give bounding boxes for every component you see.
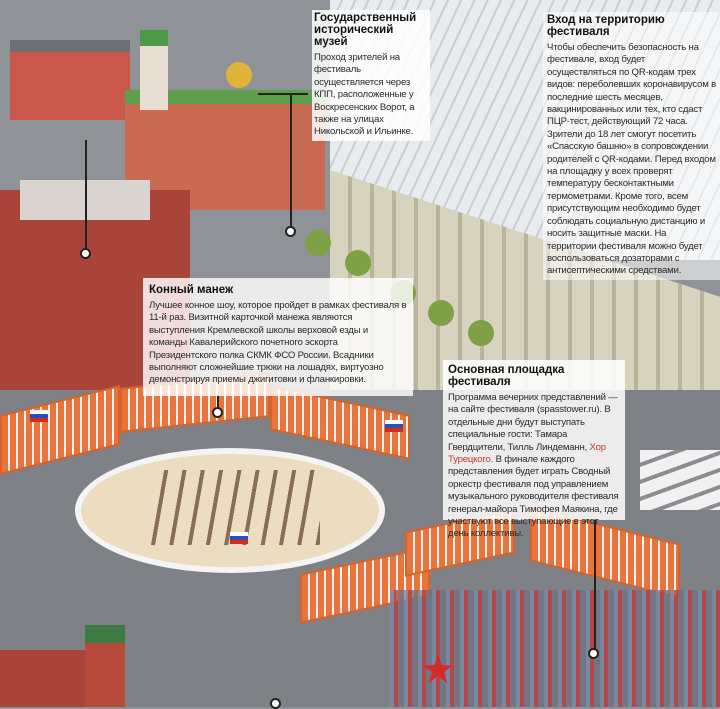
stage-field bbox=[390, 590, 720, 707]
church-dome bbox=[226, 62, 252, 88]
museum-callout: Государственный исторический музей Прохо… bbox=[312, 10, 430, 141]
marker-museum-entrance[interactable] bbox=[285, 226, 296, 237]
building-top-left bbox=[10, 40, 130, 120]
russian-flag bbox=[230, 532, 248, 544]
trucks bbox=[640, 450, 720, 510]
main-stage-text: Программа вечерних представлений — на са… bbox=[448, 392, 620, 541]
main-stage-title: Основная площадка фестиваля bbox=[448, 364, 565, 388]
russian-flag bbox=[385, 420, 403, 432]
main-stage-callout: Основная площадка фестиваля Программа ве… bbox=[443, 360, 625, 539]
marker-main-stage[interactable] bbox=[588, 648, 599, 659]
marker-bottom[interactable] bbox=[270, 698, 281, 709]
tree bbox=[305, 230, 331, 256]
church-tower bbox=[140, 30, 168, 110]
marker-historical-museum[interactable] bbox=[80, 248, 91, 259]
museum-title: Государственный исторический музей bbox=[314, 12, 417, 48]
horse-arena-callout: Конный манеж Лучшее конное шоу, которое … bbox=[143, 278, 413, 396]
star-emblem: ★ bbox=[420, 648, 456, 692]
entrance-title: Вход на территорию фестиваля bbox=[547, 14, 665, 38]
horse-arena-title: Конный манеж bbox=[149, 284, 234, 296]
entrance-callout: Вход на территорию фестиваля Чтобы обесп… bbox=[543, 12, 720, 280]
leader-line bbox=[217, 395, 219, 410]
kremlin-tower bbox=[85, 625, 125, 707]
main-stage-highlight: Хор Турецкого. bbox=[448, 441, 606, 466]
marker-horse-arena[interactable] bbox=[212, 407, 223, 418]
russian-flag bbox=[30, 410, 48, 422]
leader-line bbox=[85, 140, 87, 250]
museum-text: Проход зрителей на фестиваль осуществляе… bbox=[314, 52, 415, 138]
tree bbox=[345, 250, 371, 276]
entrance-text: Чтобы обеспечить безопасность на фестива… bbox=[547, 42, 716, 277]
tree bbox=[428, 300, 454, 326]
leader-line bbox=[290, 93, 292, 228]
tree bbox=[468, 320, 494, 346]
horse-arena-text: Лучшее конное шоу, которое пройдет в рам… bbox=[149, 300, 407, 386]
main-stage-text-end: В финале каждого представления будет игр… bbox=[448, 454, 619, 540]
leader-line bbox=[594, 520, 596, 650]
main-stage-text-start: Программа вечерних представлений — на са… bbox=[448, 392, 618, 453]
leader-line bbox=[258, 93, 308, 95]
